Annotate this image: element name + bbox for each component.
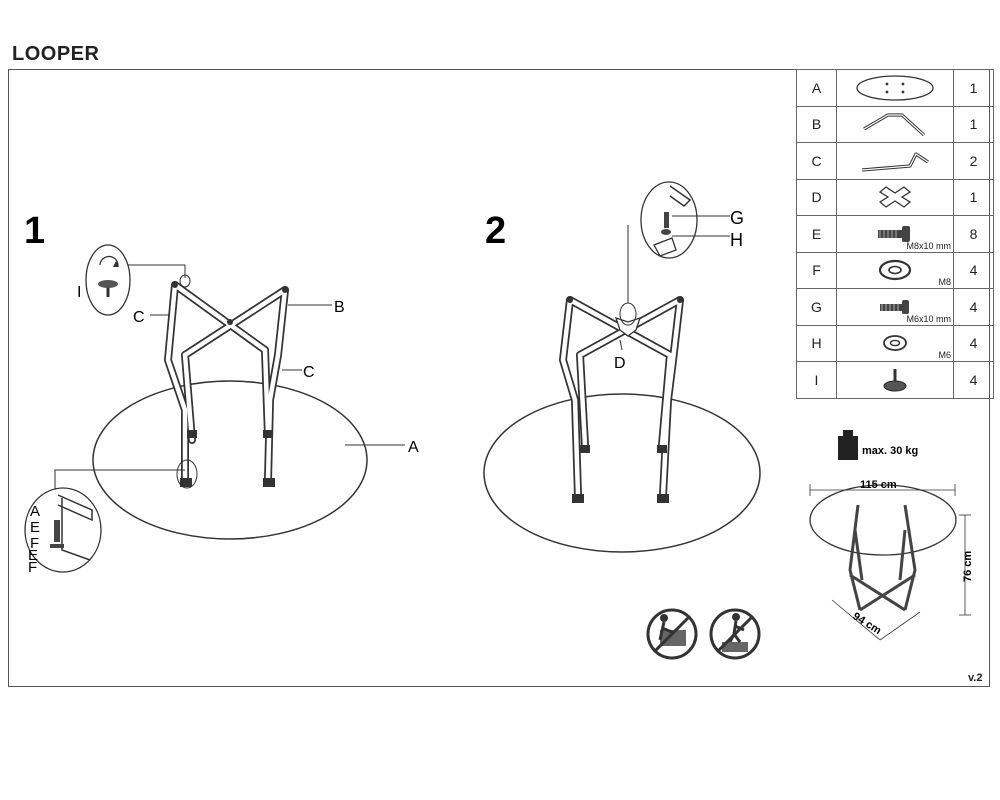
dimension-base-width: 94 cm (850, 610, 883, 637)
part-size-label: M8 (938, 277, 951, 287)
step-number-2: 2 (485, 210, 506, 252)
part-size-label: M6x10 mm (906, 313, 951, 324)
part-qty: 4 (953, 324, 994, 362)
part-qty: 1 (953, 178, 994, 216)
bolt-icon: M6x10 mm (836, 288, 954, 326)
part-letter: C (796, 142, 837, 180)
parts-row-i: I 4 (796, 361, 994, 399)
leveling-foot-icon (836, 361, 954, 399)
callout-c-right: C (303, 364, 315, 381)
parts-row-b: B 1 (796, 105, 994, 143)
part-qty: 4 (953, 361, 994, 399)
no-standing-on-table-icon (709, 608, 761, 660)
zoom-label-e2: E (28, 547, 38, 564)
callout-h: H (730, 230, 743, 250)
version-label: v.2 (968, 672, 983, 684)
glass-top-outline (483, 393, 761, 553)
zoom-detail-bolt-mount (24, 487, 102, 573)
callout-b: B (334, 299, 345, 316)
step-number-1: 1 (24, 210, 45, 252)
dimension-height: 76 cm (962, 551, 974, 582)
dimension-drawing (809, 484, 971, 641)
parts-row-d: D 1 (796, 178, 994, 216)
bent-leg-frame-icon (836, 105, 954, 143)
zoom-label-a: A (30, 503, 40, 520)
part-qty: 8 (953, 215, 994, 253)
callout-d: D (614, 355, 626, 372)
callout-g: G (730, 208, 744, 228)
page-title: LOOPER (12, 43, 100, 65)
bolt-icon: M8x10 mm (836, 215, 954, 253)
zoom-label-f2: F (28, 559, 37, 576)
zoom-label-f: F (30, 535, 39, 552)
parts-table: A 1 B 1 C 2 D 1 E (796, 69, 994, 399)
glass-top-outline (92, 380, 368, 540)
part-size-label: M8x10 mm (906, 240, 951, 251)
part-letter: E (796, 215, 837, 253)
part-qty: 1 (953, 105, 994, 143)
zoom-label-e: E (30, 519, 40, 536)
parts-row-g: G M6x10 mm 4 (796, 288, 994, 326)
callout-i: I (77, 284, 81, 301)
washer-icon: M6 (836, 324, 954, 362)
no-two-person-carry-icon (646, 608, 698, 660)
part-letter: I (796, 361, 837, 399)
max-load-label: max. 30 kg (862, 445, 918, 457)
callout-c-left: C (133, 309, 145, 326)
step-1-illustration: A B C C I A E F E F (24, 244, 419, 576)
part-letter: G (796, 288, 837, 326)
part-qty: 4 (953, 288, 994, 326)
step-2-illustration: D G H (483, 181, 761, 553)
part-qty: 2 (953, 142, 994, 180)
callout-a: A (408, 439, 419, 456)
parts-row-c: C 2 (796, 142, 994, 180)
dimension-top-width: 115 cm (860, 479, 897, 491)
parts-row-e: E M8x10 mm 8 (796, 215, 994, 253)
part-qty: 1 (953, 69, 994, 107)
part-size-label: M6 (938, 350, 951, 360)
weight-icon (838, 430, 858, 460)
parts-row-h: H M6 4 (796, 324, 994, 362)
parts-row-f: F M8 4 (796, 251, 994, 289)
part-letter: B (796, 105, 837, 143)
part-letter: H (796, 324, 837, 362)
